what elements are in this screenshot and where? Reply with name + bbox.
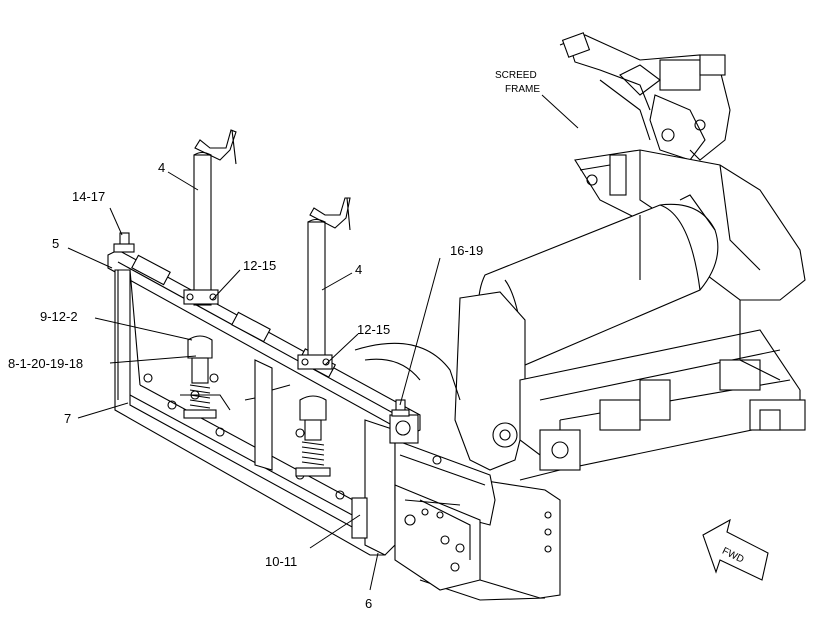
lower-frame [114, 269, 391, 556]
callout-6: 6 [365, 596, 372, 611]
spring-assembly-left [183, 335, 219, 419]
screed-frame-assembly [354, 32, 806, 601]
callout-12-15-left: 12-15 [243, 258, 276, 273]
callout-5: 5 [52, 236, 59, 251]
callout-8-1-20-19-18: 8-1-20-19-18 [8, 356, 83, 371]
callout-4-right: 4 [355, 262, 362, 277]
vertical-post-left [183, 129, 237, 306]
bolt-stack-14-17 [113, 232, 135, 253]
callout-14-17: 14-17 [72, 189, 105, 204]
leader-lines [67, 94, 579, 591]
forward-arrow-icon: FWD [702, 518, 769, 581]
callout-9-12-2: 9-12-2 [40, 309, 78, 324]
callout-4-left: 4 [158, 160, 165, 175]
spring-assembly-right [295, 395, 331, 477]
callout-16-19: 16-19 [450, 243, 483, 258]
bolt-stack-16-19 [391, 399, 410, 417]
inner-supports [244, 359, 291, 471]
callout-10-11: 10-11 [265, 554, 297, 569]
callout-screed-frame-1: SCREED [495, 70, 537, 81]
side-bracket [351, 414, 496, 591]
callout-7: 7 [64, 411, 71, 426]
callout-12-15-right: 12-15 [357, 322, 390, 337]
vertical-post-right [297, 197, 351, 370]
callout-screed-frame-2: FRAME [505, 84, 540, 95]
